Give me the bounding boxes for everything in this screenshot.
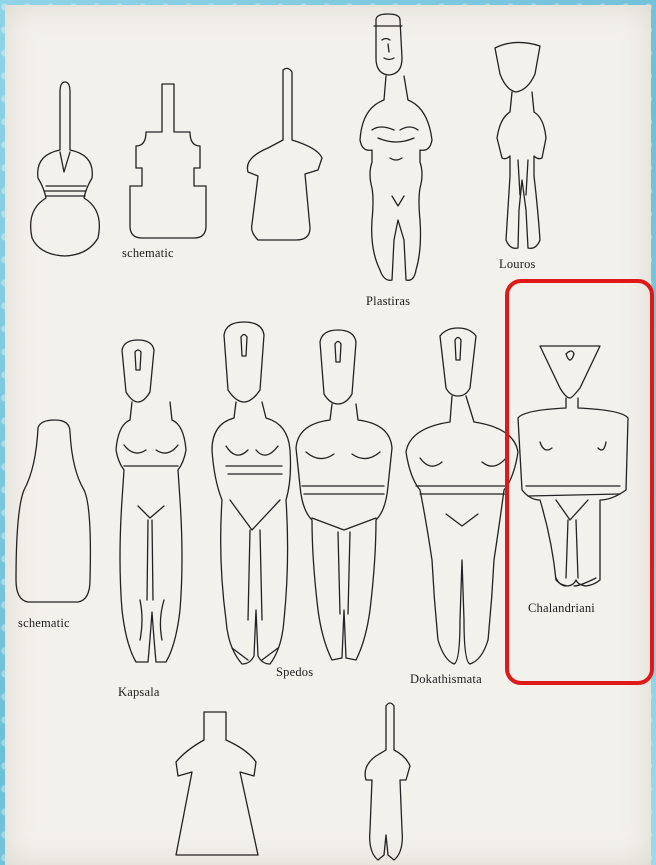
schematic-violin-figure [31, 82, 100, 256]
schematic-notched-figure [130, 84, 206, 238]
schematic-standing-figure [365, 703, 410, 860]
kapsala-figure [116, 340, 186, 662]
spedos-figure-a [212, 322, 291, 664]
label-spedos: Spedos [276, 665, 313, 680]
schematic-tall-figure [247, 68, 322, 240]
label-schematic-left: schematic [18, 616, 70, 631]
chalandriani-highlight-box [505, 279, 654, 685]
label-louros: Louros [499, 257, 536, 272]
plastiras-figure [360, 14, 432, 280]
dokathismata-figure [406, 328, 518, 664]
spedos-figure-b [296, 330, 392, 660]
schematic-bell-figure [176, 712, 258, 855]
louros-figure [495, 42, 546, 248]
label-plastiras: Plastiras [366, 294, 410, 309]
label-kapsala: Kapsala [118, 685, 160, 700]
label-schematic-top: schematic [122, 246, 174, 261]
schematic-bottle-figure [16, 420, 90, 602]
label-dokathismata: Dokathismata [410, 672, 482, 687]
